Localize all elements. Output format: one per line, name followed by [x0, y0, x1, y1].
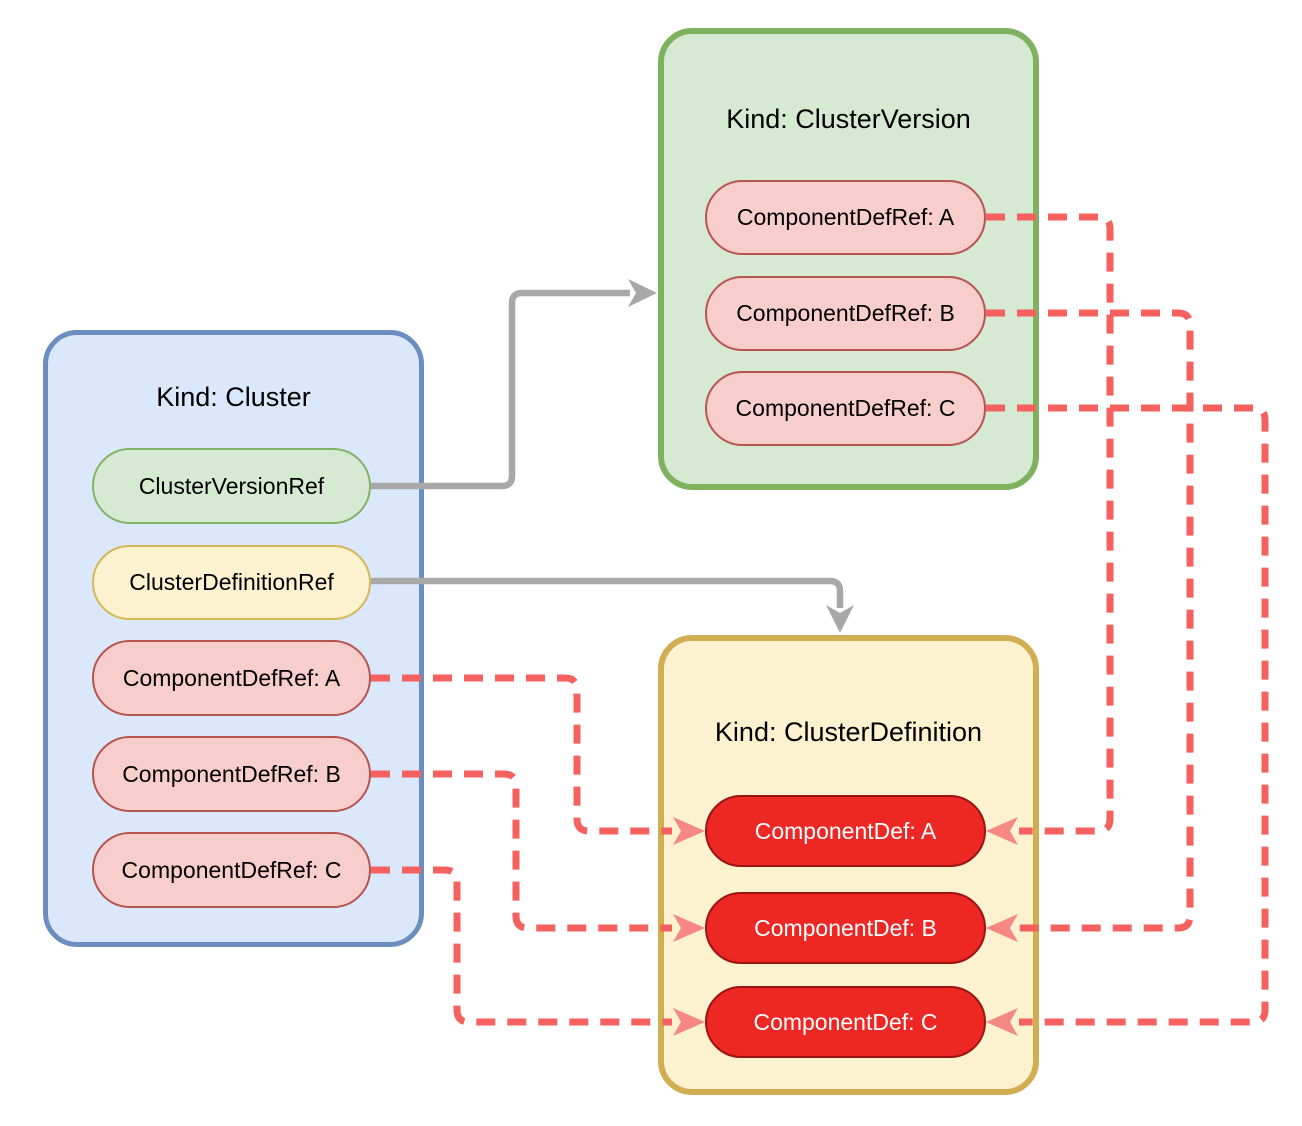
edge-clusterdefinitionref-to-clusterdefinition — [371, 577, 854, 633]
node-label: ComponentDefRef: A — [736, 204, 955, 230]
node-cluster-componentdefref-c: ComponentDefRef: C — [92, 832, 371, 908]
node-clusterversion-componentdefref-c: ComponentDefRef: C — [705, 371, 986, 446]
node-label: ComponentDefRef: B — [122, 760, 341, 787]
edge-line — [371, 577, 844, 608]
node-label: ComponentDef: B — [754, 914, 937, 941]
node-clusterdefinition-componentdef-a: ComponentDef: A — [705, 795, 986, 867]
box-clusterdefinition-title: Kind: ClusterDefinition — [714, 717, 983, 747]
node-label: ClusterVersionRef — [138, 472, 325, 499]
node-label: ComponentDef: C — [753, 1008, 938, 1035]
node-label: ComponentDef: A — [754, 817, 937, 844]
box-cluster-title: Kind: Cluster — [156, 382, 311, 412]
node-label: ComponentDefRef: A — [122, 664, 341, 691]
box-clusterversion-title: Kind: ClusterVersion — [726, 104, 971, 134]
node-clusterdefinition-componentdef-b: ComponentDef: B — [705, 892, 986, 964]
node-label: ComponentDefRef: C — [735, 395, 956, 421]
node-clusterdefinition-componentdef-c: ComponentDef: C — [705, 986, 986, 1058]
node-cluster-clusterversionref: ClusterVersionRef — [92, 448, 371, 524]
node-cluster-clusterdefinitionref: ClusterDefinitionRef — [92, 545, 371, 620]
node-label: ComponentDefRef: C — [121, 856, 342, 883]
arrowhead-right-icon — [628, 279, 657, 307]
node-cluster-componentdefref-b: ComponentDefRef: B — [92, 736, 371, 812]
node-clusterversion-componentdefref-b: ComponentDefRef: B — [705, 276, 986, 351]
node-clusterversion-componentdefref-a: ComponentDefRef: A — [705, 180, 986, 255]
node-label: ClusterDefinitionRef — [129, 569, 334, 595]
node-cluster-componentdefref-a: ComponentDefRef: A — [92, 640, 371, 716]
node-label: ComponentDefRef: B — [736, 300, 955, 326]
arrowhead-down-icon — [826, 605, 854, 633]
